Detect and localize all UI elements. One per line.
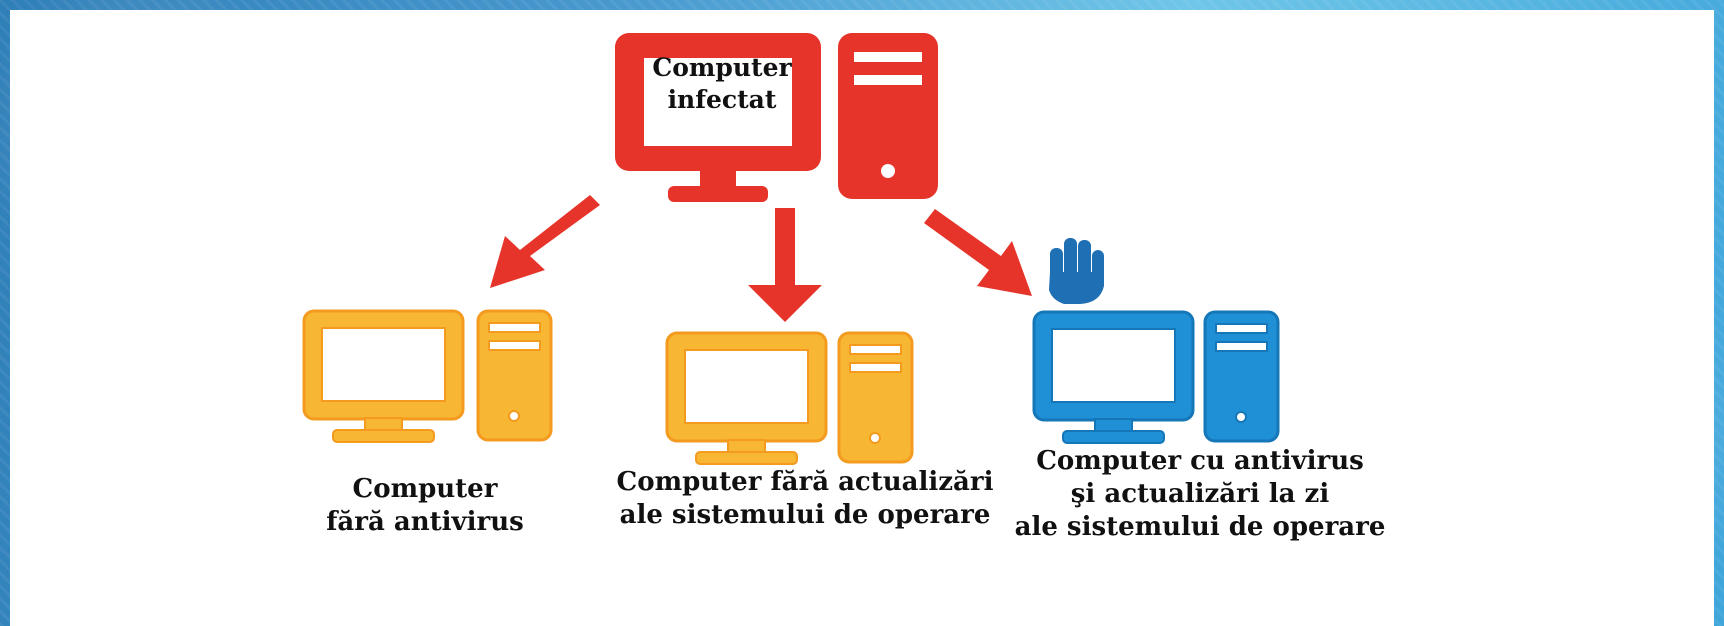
- label-line: Computer fără actualizări: [616, 467, 994, 497]
- stop-hand-icon: [1049, 238, 1104, 304]
- tower: [476, 309, 553, 442]
- label-line: ale sistemului de operare: [1014, 512, 1386, 542]
- target-no-updates-label: Computer fără actualizări ale sistemului…: [610, 466, 1000, 532]
- arrow-middle: [748, 208, 822, 322]
- label-line: Computer: [352, 474, 498, 504]
- label-line: ale sistemului de operare: [619, 500, 991, 530]
- target-protected-label: Computer cu antivirus şi actualizări la …: [1005, 445, 1395, 544]
- tower: [837, 331, 914, 464]
- arrow-right: [924, 209, 1032, 296]
- label-line: şi actualizări la zi: [1070, 479, 1330, 509]
- monitor: [665, 331, 828, 465]
- infected-tower: [838, 33, 938, 199]
- infected-monitor: [615, 33, 821, 202]
- computer-no-antivirus-icon: [302, 309, 553, 443]
- label-line: Computer cu antivirus: [1036, 446, 1364, 476]
- infected-label-line-2: infectat: [667, 85, 777, 114]
- label-line: fără antivirus: [326, 507, 524, 537]
- infected-computer-icon: [615, 33, 938, 202]
- arrow-left: [490, 195, 600, 288]
- monitor: [302, 309, 465, 443]
- infected-computer-label: Computer infectat: [637, 52, 807, 116]
- monitor: [1032, 310, 1195, 444]
- computer-protected-icon: [1032, 310, 1280, 444]
- computer-no-updates-icon: [665, 331, 914, 465]
- tower: [1203, 310, 1280, 443]
- infected-label-line-1: Computer: [652, 53, 792, 82]
- target-no-antivirus-label: Computer fără antivirus: [295, 473, 555, 539]
